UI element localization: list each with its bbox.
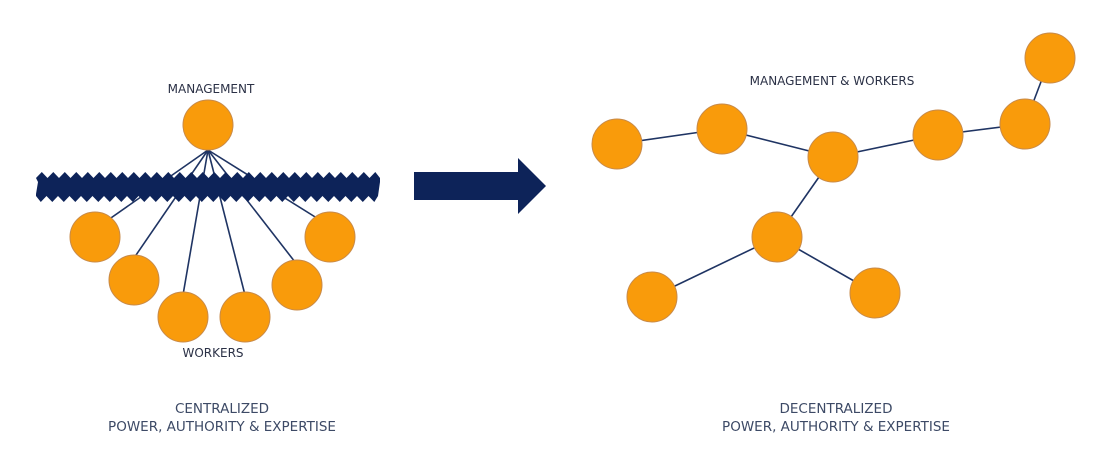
network-node xyxy=(807,131,859,183)
decentralized-caption-subtitle: POWER, AUTHORITY & EXPERTISE xyxy=(722,419,950,435)
edge-management-worker-4 xyxy=(207,149,246,296)
worker-node xyxy=(108,254,160,306)
decentralized-panel: MANAGEMENT & WORKERS DECENTRALIZED POWER… xyxy=(591,32,1076,435)
management-node xyxy=(182,99,234,151)
decentralized-nodes xyxy=(591,32,1076,323)
edge-management-worker-3 xyxy=(182,149,209,296)
network-node xyxy=(849,267,901,319)
worker-node xyxy=(157,291,209,343)
network-node xyxy=(912,109,964,161)
worker-node xyxy=(69,211,121,263)
network-node xyxy=(751,211,803,263)
decentralized-caption-title: DECENTRALIZED xyxy=(780,401,893,417)
centralized-caption-subtitle: POWER, AUTHORITY & EXPERTISE xyxy=(108,419,336,435)
right-arrow-icon xyxy=(414,158,546,214)
worker-node xyxy=(304,211,356,263)
network-node xyxy=(626,271,678,323)
network-node xyxy=(999,98,1051,150)
workers-label: WORKERS xyxy=(182,346,243,360)
network-node xyxy=(591,118,643,170)
management-label: MANAGEMENT xyxy=(168,82,255,96)
network-node xyxy=(696,103,748,155)
worker-node xyxy=(219,291,271,343)
network-node xyxy=(1024,32,1076,84)
centralized-panel: MANAGEMENT WORKERS CENTRALIZED POWER, AU… xyxy=(36,82,380,435)
management-and-workers-label: MANAGEMENT & WORKERS xyxy=(750,74,915,88)
edge-management-worker-5 xyxy=(207,149,296,263)
worker-nodes xyxy=(69,211,356,343)
zigzag-barrier-icon xyxy=(36,172,380,202)
worker-node xyxy=(271,259,323,311)
edge-management-worker-2 xyxy=(133,149,209,259)
centralized-caption-title: CENTRALIZED xyxy=(175,401,269,417)
